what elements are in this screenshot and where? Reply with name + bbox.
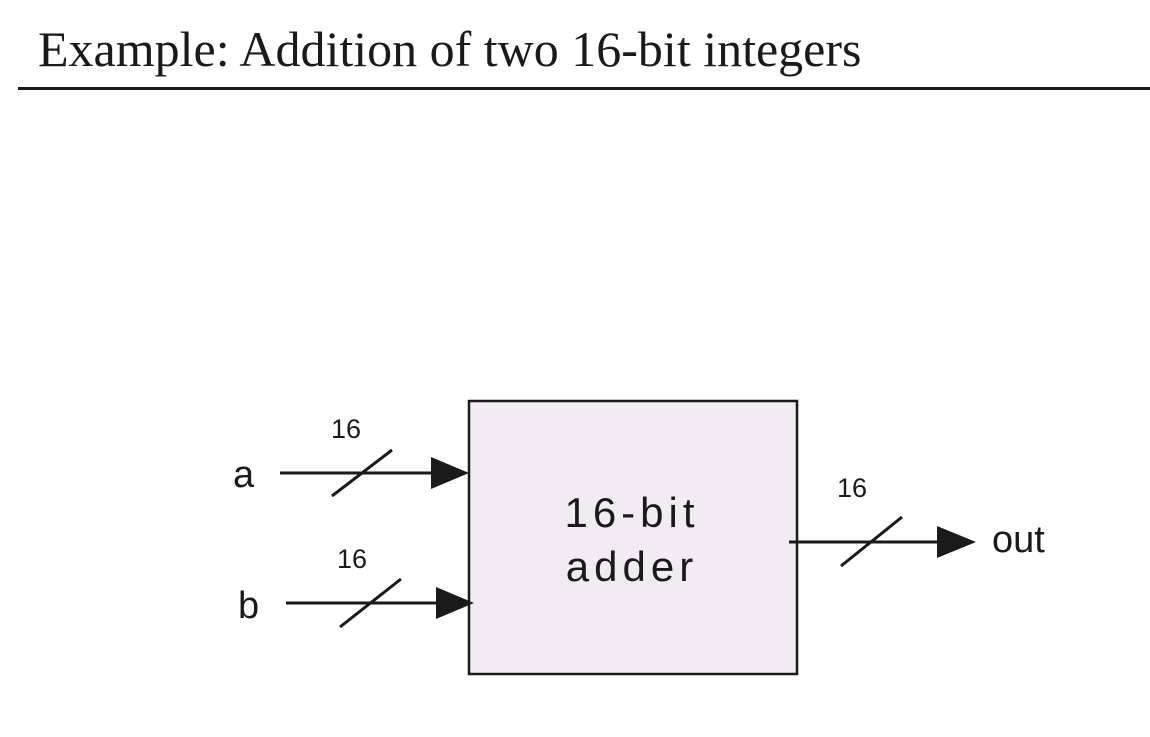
- adder-block: [467, 399, 799, 676]
- output-out: 16 out: [789, 473, 1045, 568]
- slide-title: Example: Addition of two 16-bit integers: [38, 21, 862, 77]
- block-label-line1: 16-bit: [564, 489, 699, 536]
- input-a-bus-slash: [331, 448, 393, 498]
- title-underline: [18, 87, 1150, 90]
- input-a-label: a: [233, 454, 255, 496]
- input-b: b 16: [238, 544, 474, 629]
- input-b-label: b: [238, 585, 259, 627]
- input-b-bus-width: 16: [337, 544, 367, 574]
- block-label-line2: adder: [566, 543, 698, 590]
- output-label: out: [992, 519, 1045, 561]
- input-a-arrowhead: [431, 457, 469, 489]
- output-arrowhead: [937, 526, 976, 558]
- output-bus-width: 16: [837, 473, 867, 503]
- input-a-bus-width: 16: [331, 414, 361, 444]
- input-b-bus-slash: [339, 577, 402, 629]
- output-bus-slash: [840, 515, 903, 568]
- input-a: a 16: [233, 414, 469, 498]
- input-b-arrowhead: [436, 587, 474, 619]
